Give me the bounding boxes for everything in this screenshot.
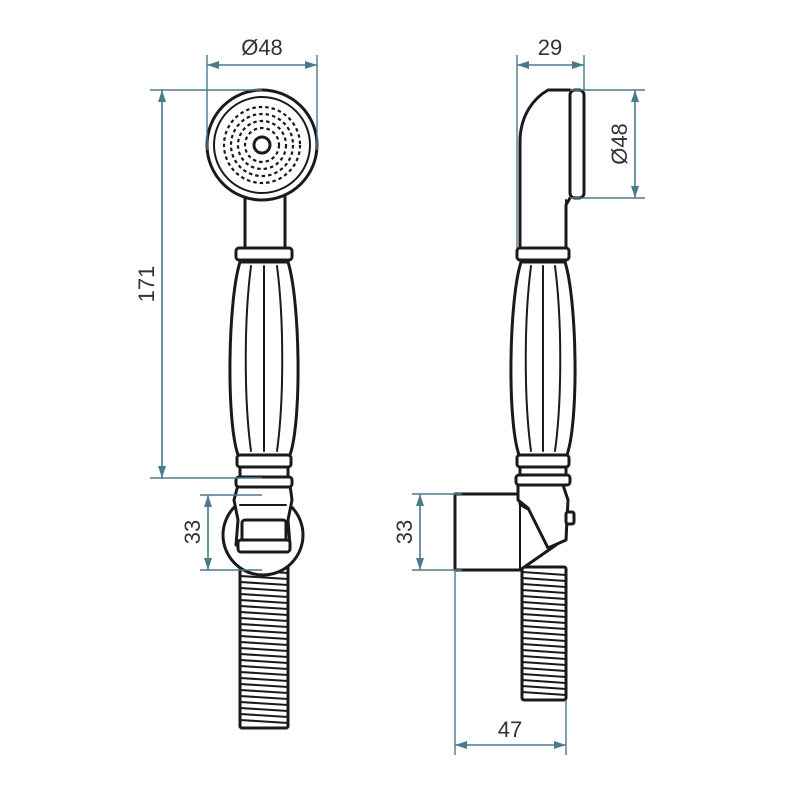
- hose-rib: [239, 659, 289, 664]
- dimension-side-bracket-height: 33: [392, 493, 462, 571]
- side-hose: [520, 565, 568, 702]
- dimension-label: 47: [498, 717, 522, 742]
- dimension-label: 33: [392, 520, 417, 544]
- hose-rib: [521, 571, 567, 576]
- hose-rib: [239, 593, 289, 598]
- hose-rib: [239, 707, 289, 712]
- hose-rib: [521, 613, 567, 618]
- hose-rib: [239, 629, 289, 634]
- hose-rib: [521, 607, 567, 612]
- hose-rib: [239, 599, 289, 604]
- side-wall-bracket: [453, 480, 576, 572]
- dimension-side-bracket-depth: 47: [454, 570, 567, 755]
- front-handle: [228, 193, 300, 489]
- hose-rib: [239, 575, 289, 580]
- dimension-front-head-diameter: Ø48: [206, 35, 318, 150]
- hose-rib: [239, 647, 289, 652]
- dimension-label: 33: [180, 520, 205, 544]
- front-view: [205, 88, 319, 730]
- hose-rib: [521, 649, 567, 654]
- hose-rib: [521, 637, 567, 642]
- hose-rib: [239, 641, 289, 646]
- hose-rib: [521, 619, 567, 624]
- hose-rib: [239, 653, 289, 658]
- side-view: [453, 88, 586, 702]
- hose-rib: [521, 595, 567, 600]
- hose-rib: [239, 719, 289, 724]
- hose-rib: [239, 671, 289, 676]
- hose-rib: [521, 577, 567, 582]
- hose-rib: [239, 689, 289, 694]
- dimension-label: Ø48: [607, 123, 632, 165]
- hose-rib: [239, 701, 289, 706]
- hose-rib: [239, 611, 289, 616]
- hose-rib: [521, 631, 567, 636]
- hose-rib: [521, 583, 567, 588]
- hose-rib: [521, 601, 567, 606]
- hose-rib: [521, 673, 567, 678]
- hose-rib: [239, 665, 289, 670]
- front-wall-bracket: [221, 483, 305, 577]
- hose-rib: [239, 587, 289, 592]
- dimension-label: Ø48: [241, 35, 283, 60]
- hose-rib: [521, 625, 567, 630]
- hose-rib: [239, 605, 289, 610]
- dimension-front-overall-height: 171: [134, 89, 262, 479]
- hose-rib: [239, 695, 289, 700]
- hose-rib: [521, 667, 567, 672]
- side-shower-head: [518, 88, 586, 250]
- dimension-front-bracket-height: 33: [180, 494, 262, 571]
- hose-rib: [239, 677, 289, 682]
- hose-rib: [521, 679, 567, 684]
- dimension-side-head-diameter: Ø48: [570, 89, 645, 199]
- hose-rib: [239, 581, 289, 586]
- dimension-label: 171: [134, 266, 159, 303]
- hose-rib: [239, 683, 289, 688]
- hose-rib: [521, 685, 567, 690]
- dimension-label: 29: [538, 35, 562, 60]
- hose-rib: [239, 635, 289, 640]
- hose-rib: [521, 661, 567, 666]
- hose-rib: [521, 691, 567, 696]
- hose-rib: [521, 643, 567, 648]
- dimension-side-head-depth: 29: [516, 35, 585, 248]
- hose-rib: [239, 713, 289, 718]
- hose-rib: [521, 589, 567, 594]
- hose-rib: [239, 617, 289, 622]
- side-handle: [509, 246, 577, 487]
- hose-rib: [239, 623, 289, 628]
- front-shower-head: [205, 88, 319, 202]
- hose-rib: [521, 655, 567, 660]
